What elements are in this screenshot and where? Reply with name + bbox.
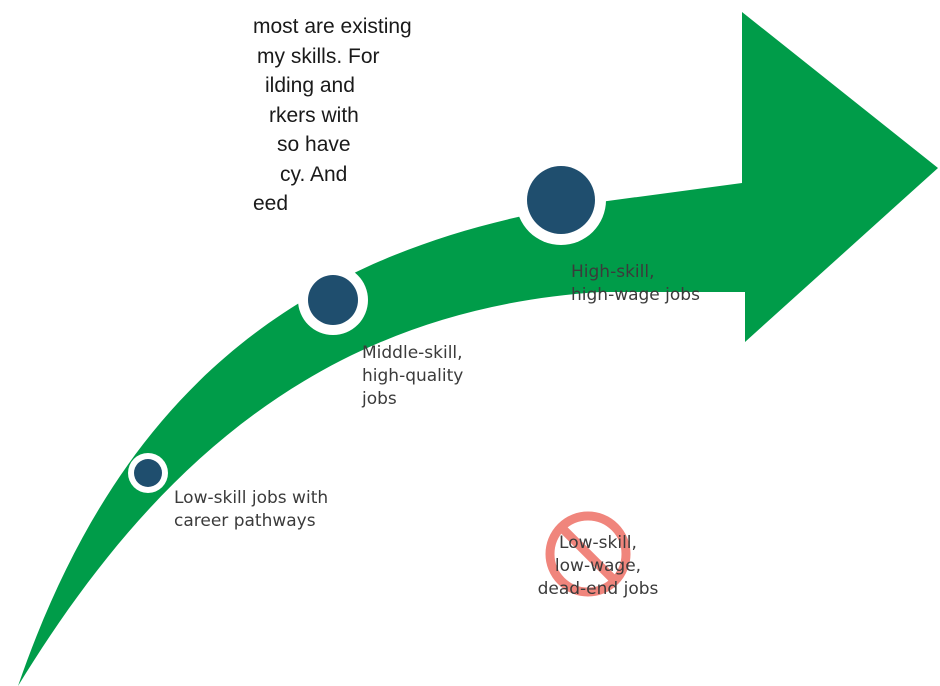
milestone-label-low-skill: Low-skill jobs with career pathways (174, 487, 328, 533)
label-line: Low-skill, (559, 533, 637, 553)
progression-arrow (18, 12, 938, 686)
label-line: career pathways (174, 511, 316, 531)
label-line: high-quality (362, 366, 464, 386)
milestone-label-high-skill: High-skill, high-wage jobs (571, 261, 700, 307)
intro-paragraph-fragment: most are existing my skills. For ilding … (253, 12, 412, 219)
intro-line: cy. And (280, 162, 348, 186)
intro-line: rkers with (269, 103, 359, 127)
milestone-dot-middle-skill (298, 265, 368, 335)
excluded-jobs-label: Low-skill, low-wage, dead-end jobs (525, 532, 671, 601)
intro-line: so have (277, 133, 351, 156)
intro-line: my skills. For (257, 44, 380, 68)
label-line: High-skill, (571, 262, 655, 282)
prohibited-icon (545, 511, 631, 597)
label-line: Middle-skill, (362, 343, 463, 363)
intro-line: ilding and (265, 74, 355, 97)
label-line: jobs (362, 389, 397, 409)
intro-line: eed (253, 192, 289, 215)
label-line: high-wage jobs (571, 285, 700, 305)
intro-line: most are existing (253, 15, 412, 38)
milestone-dot-high-skill (516, 155, 606, 245)
milestone-label-middle-skill: Middle-skill, high-quality jobs (362, 342, 463, 411)
label-line: low-wage, (554, 556, 642, 576)
label-line: dead-end jobs (537, 579, 659, 599)
label-line: Low-skill jobs with (174, 488, 329, 508)
milestone-dot-low-skill (128, 453, 168, 493)
